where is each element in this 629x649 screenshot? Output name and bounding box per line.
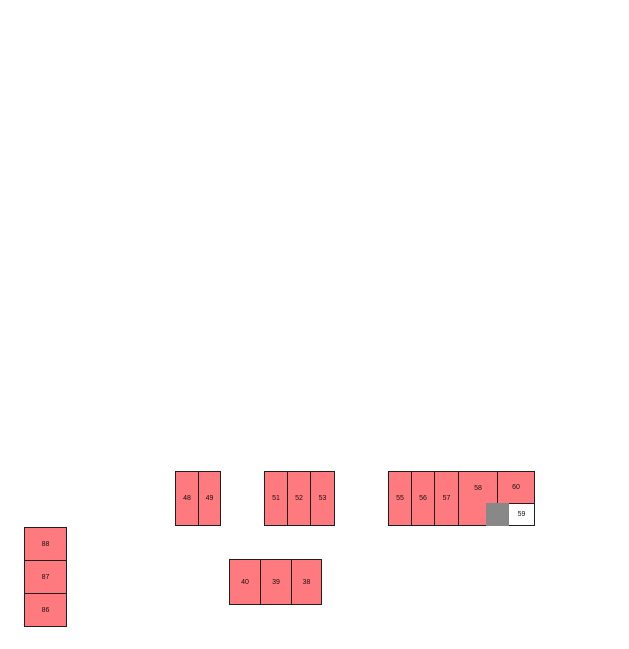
blocked-space [486,503,509,526]
space-52[interactable]: 52 [287,471,311,526]
space-88[interactable]: 88 [24,527,67,561]
space-55[interactable]: 55 [388,471,412,526]
space-60[interactable]: 60 [497,471,535,504]
space-39[interactable]: 39 [260,559,292,605]
space-38[interactable]: 38 [291,559,322,605]
space-87[interactable]: 87 [24,560,67,594]
space-53[interactable]: 53 [310,471,335,526]
space-58[interactable]: 58 [458,471,498,526]
space-49[interactable]: 49 [198,471,221,526]
space-56[interactable]: 56 [411,471,435,526]
space-86[interactable]: 86 [24,593,67,627]
space-48[interactable]: 48 [175,471,199,526]
space-57[interactable]: 57 [434,471,459,526]
space-59[interactable]: 59 [508,503,535,526]
space-40[interactable]: 40 [229,559,261,605]
space-51[interactable]: 51 [264,471,288,526]
